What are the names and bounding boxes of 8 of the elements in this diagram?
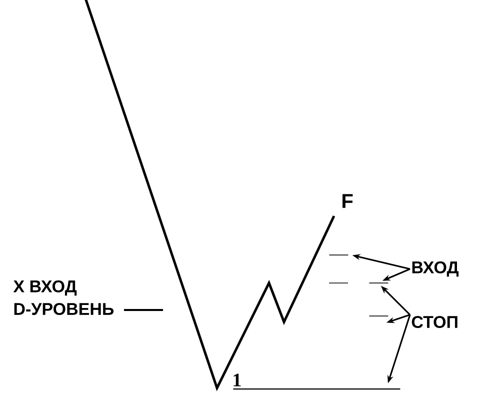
callout-label: СТОП [412,316,458,328]
callout-label: ВХОД [412,261,459,277]
level-mark [369,282,388,284]
point-label: F [342,194,353,208]
level-line [233,388,400,390]
level-label: D-УРОВЕНЬ [14,302,114,316]
level-label: X ВХОД [13,280,77,296]
level-mark [329,254,348,256]
